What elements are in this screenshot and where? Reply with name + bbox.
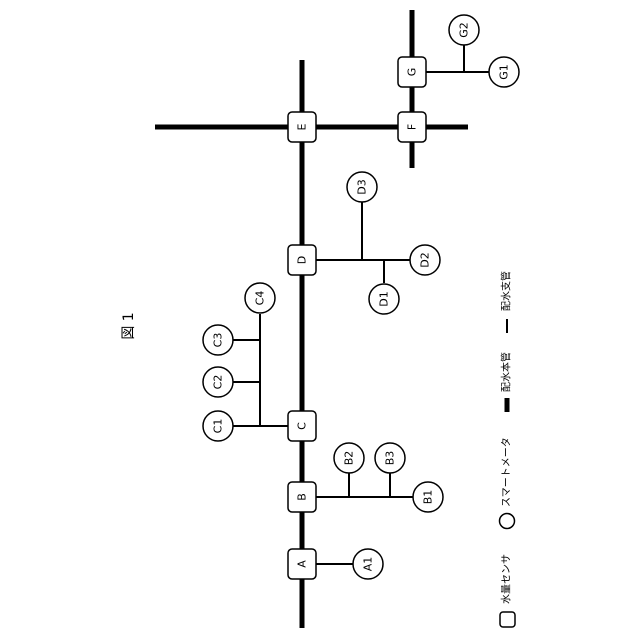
legend-sensor-label: 水量センサ: [501, 554, 513, 604]
legend: 水量センサ スマートメータ 配水本管 配水支管: [500, 271, 516, 627]
meter-label-b1: B1: [422, 490, 435, 505]
meter-label-d3: D3: [356, 179, 369, 194]
meter-node-c2: C2: [203, 367, 233, 397]
sensor-node-d: D: [288, 245, 316, 275]
meter-label-g2: G2: [458, 22, 471, 38]
sensor-node-b: B: [288, 482, 316, 512]
sensor-label-c: C: [296, 422, 309, 430]
sensor-node-e: E: [288, 112, 316, 142]
meter-label-a1: A1: [362, 557, 375, 572]
sensor-label-e: E: [296, 123, 309, 130]
figure-title: 図 1: [121, 312, 137, 339]
sensor-node-f: F: [398, 112, 426, 142]
legend-main-pipe-label: 配水本管: [500, 352, 513, 392]
legend-sensor-symbol: [500, 612, 515, 627]
meter-node-d1: D1: [369, 284, 399, 314]
sensor-label-d: D: [296, 256, 309, 264]
legend-main-pipe: 配水本管: [500, 352, 513, 412]
meter-node-d3: D3: [347, 172, 377, 202]
meter-label-d2: D2: [419, 252, 432, 267]
meter-node-g1: G1: [489, 57, 519, 87]
meter-node-d2: D2: [410, 245, 440, 275]
meter-node-c1: C1: [203, 411, 233, 441]
meter-label-g1: G1: [498, 64, 511, 80]
sensor-node-a: A: [288, 549, 316, 579]
meter-label-c3: C3: [212, 333, 225, 348]
meter-label-d1: D1: [378, 291, 391, 306]
sensor-nodes: A B C D E F G: [288, 57, 426, 579]
sensor-label-g: G: [406, 68, 419, 77]
meter-label-c2: C2: [212, 375, 225, 390]
meter-label-c4: C4: [254, 291, 267, 306]
legend-meter-symbol: [500, 514, 515, 529]
sensor-label-b: B: [296, 493, 309, 501]
legend-sensor: 水量センサ: [500, 554, 515, 627]
meter-node-b3: B3: [375, 443, 405, 473]
legend-meter-label: スマートメータ: [501, 437, 513, 507]
sensor-label-f: F: [406, 124, 419, 130]
sensor-node-g: G: [398, 57, 426, 87]
meter-node-c4: C4: [245, 283, 275, 313]
legend-meter: スマートメータ: [500, 437, 515, 528]
sensor-node-c: C: [288, 411, 316, 441]
sensor-label-a: A: [296, 560, 309, 568]
meter-node-g2: G2: [449, 15, 479, 45]
meter-label-c1: C1: [212, 419, 225, 434]
legend-branch-pipe: 配水支管: [500, 271, 513, 333]
meter-node-c3: C3: [203, 325, 233, 355]
meter-node-a1: A1: [353, 549, 383, 579]
meter-label-b3: B3: [384, 451, 397, 466]
meter-nodes: A1 B1 B2 B3 C1 C2 C3 C4: [203, 15, 519, 579]
meter-node-b2: B2: [334, 443, 364, 473]
meter-label-b2: B2: [343, 451, 356, 466]
main-pipes: [155, 10, 468, 628]
meter-node-b1: B1: [413, 482, 443, 512]
legend-branch-pipe-label: 配水支管: [500, 271, 513, 311]
